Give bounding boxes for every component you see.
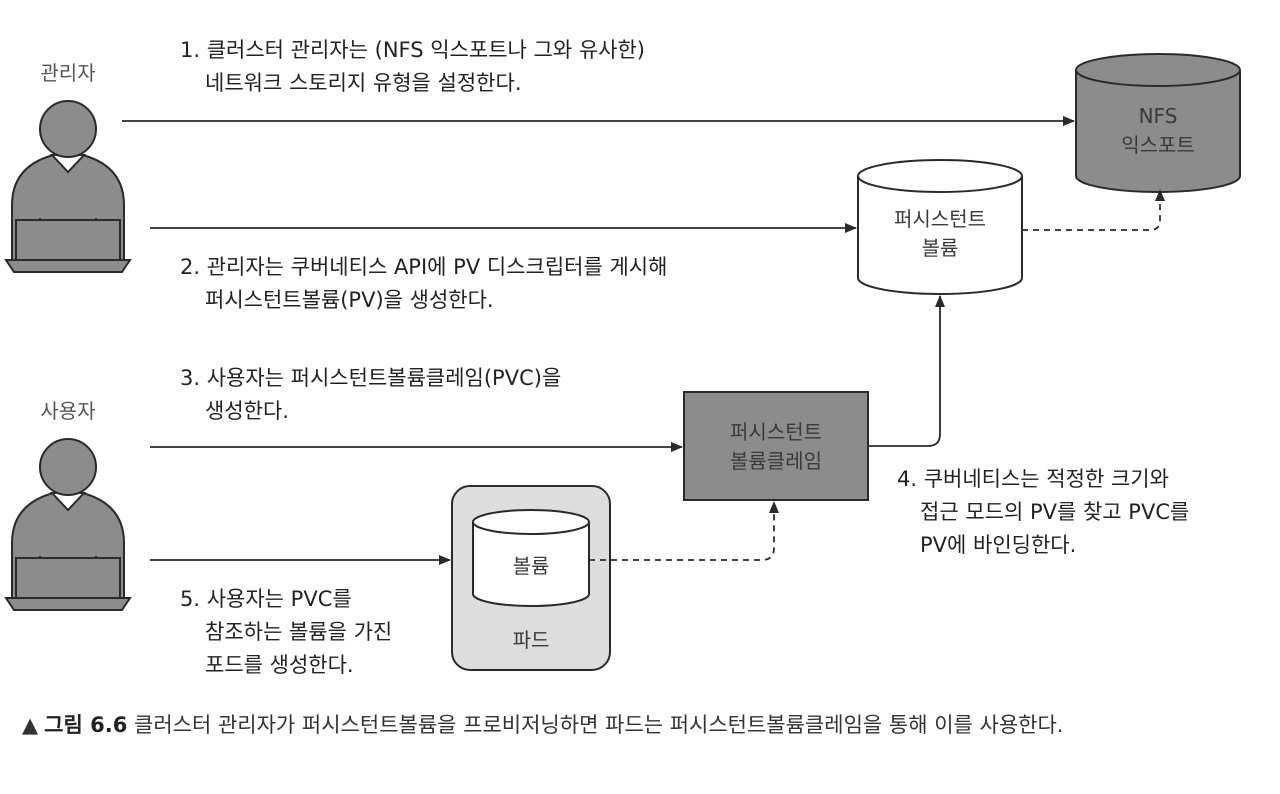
diagram-canvas: 관리자 사용자 NFS 익스포트 퍼시스턴트 볼륨 퍼시스턴트 볼륨클레임 볼륨… (4, 38, 1241, 677)
admin-label: 관리자 (40, 61, 95, 85)
caption-text: 클러스터 관리자가 퍼시스턴트볼륨을 프로비저닝하면 파드는 퍼시스턴트볼륨클레… (134, 713, 1064, 737)
step4-line1: 4. 쿠버네티스는 적정한 크기와 (897, 467, 1169, 491)
caption-triangle-icon: ▲ (22, 713, 39, 737)
pv-label-line1: 퍼시스턴트 (894, 207, 986, 231)
step5-line3: 포드를 생성한다. (205, 653, 354, 677)
figure-caption: ▲그림 6.6 클러스터 관리자가 퍼시스턴트볼륨을 프로비저닝하면 파드는 퍼… (22, 704, 1258, 746)
step4-line2: 접근 모드의 PV를 찾고 PVC를 (920, 500, 1189, 524)
step2-line1: 2. 관리자는 쿠버네티스 API에 PV 디스크립터를 게시해 (180, 255, 667, 279)
arrow-pvc-to-pv (868, 295, 945, 447)
step2-line2: 퍼시스턴트볼륨(PV)을 생성한다. (205, 288, 494, 312)
pvc-box (683, 391, 869, 501)
step1-line1: 1. 클러스터 관리자는 (NFS 익스포트나 그와 유사한) (180, 38, 645, 62)
pv-label-line2: 볼륨 (922, 236, 959, 260)
step1-line2: 네트워크 스토리지 유형을 설정한다. (205, 71, 522, 95)
caption-figure-number: 그림 6.6 (44, 713, 128, 737)
step3-line1: 3. 사용자는 퍼시스턴트볼륨클레임(PVC)을 (180, 366, 561, 390)
nfs-label-line2: 익스포트 (1121, 133, 1195, 157)
step3-line2: 생성한다. (205, 399, 289, 423)
step5-line1: 5. 사용자는 PVC를 (180, 587, 352, 611)
arrow-pv-to-nfs (1022, 189, 1165, 231)
nfs-label-line1: NFS (1139, 104, 1178, 128)
step5-line2: 참조하는 볼륨을 가진 (205, 620, 392, 644)
arrow-pod-to-pvc (589, 501, 779, 561)
step4-line3: PV에 바인딩한다. (920, 533, 1076, 557)
pod-volume-label: 볼륨 (513, 554, 550, 578)
pvc-label-line2: 볼륨클레임 (730, 449, 822, 473)
pod-volume-cylinder (472, 509, 590, 607)
pod-label: 파드 (513, 628, 550, 652)
user-person-icon (4, 438, 132, 611)
user-label: 사용자 (40, 399, 95, 423)
pvc-label-line1: 퍼시스턴트 (730, 420, 822, 444)
persistent-volume-cylinder (857, 159, 1023, 295)
admin-person-icon (4, 100, 132, 273)
